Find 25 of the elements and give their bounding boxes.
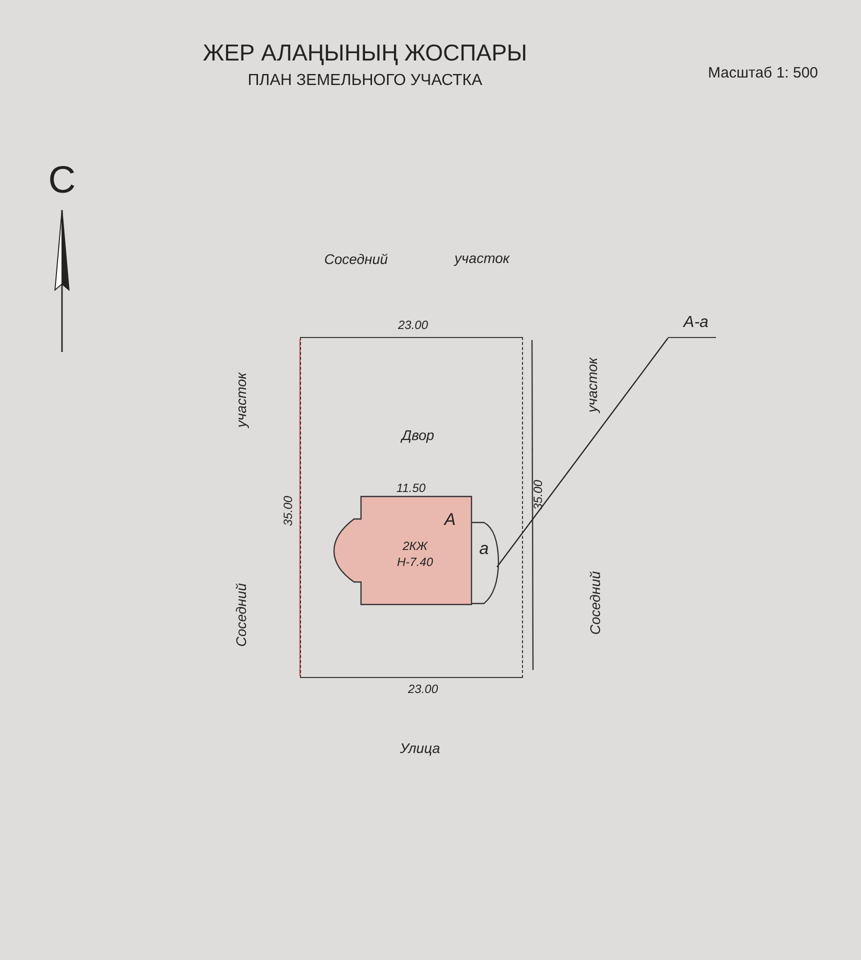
section-label: А-а xyxy=(684,314,708,332)
neighbour-label: участок xyxy=(233,372,249,428)
house-footprint xyxy=(334,496,472,605)
scale-note: Масштаб 1: 500 xyxy=(708,64,818,82)
dimension-label: 35.00 xyxy=(531,480,545,510)
neighbour-label: участок xyxy=(454,250,510,266)
plan-subtitle: ПЛАН ЗЕМЕЛЬНОГО УЧАСТКА xyxy=(248,72,482,90)
neighbour-label: Соседний xyxy=(587,571,603,635)
neighbour-label: участок xyxy=(584,358,600,412)
callout-label xyxy=(668,314,716,338)
neighbour-label: Соседний xyxy=(324,251,388,267)
plan-title: ЖЕР АЛАҢЫНЫҢ ЖОСПАРЫ xyxy=(202,40,528,66)
dimension-label: 23.00 xyxy=(408,682,438,696)
annex-footprint xyxy=(472,522,499,604)
annex-letter: а xyxy=(479,539,489,559)
building-letter: А xyxy=(444,510,456,530)
building-label: 2КЖ Н-7.40 xyxy=(396,538,434,570)
dimension-label: 11.50 xyxy=(396,481,426,495)
north-letter: С xyxy=(48,160,76,202)
dimension-label: 35.00 xyxy=(281,496,295,526)
yard-label: Двор xyxy=(402,427,434,443)
street-label: Улица xyxy=(400,740,440,756)
leader-line xyxy=(496,338,668,568)
neighbour-label: Соседний xyxy=(233,583,249,647)
dimension-label: 23.00 xyxy=(398,318,428,332)
